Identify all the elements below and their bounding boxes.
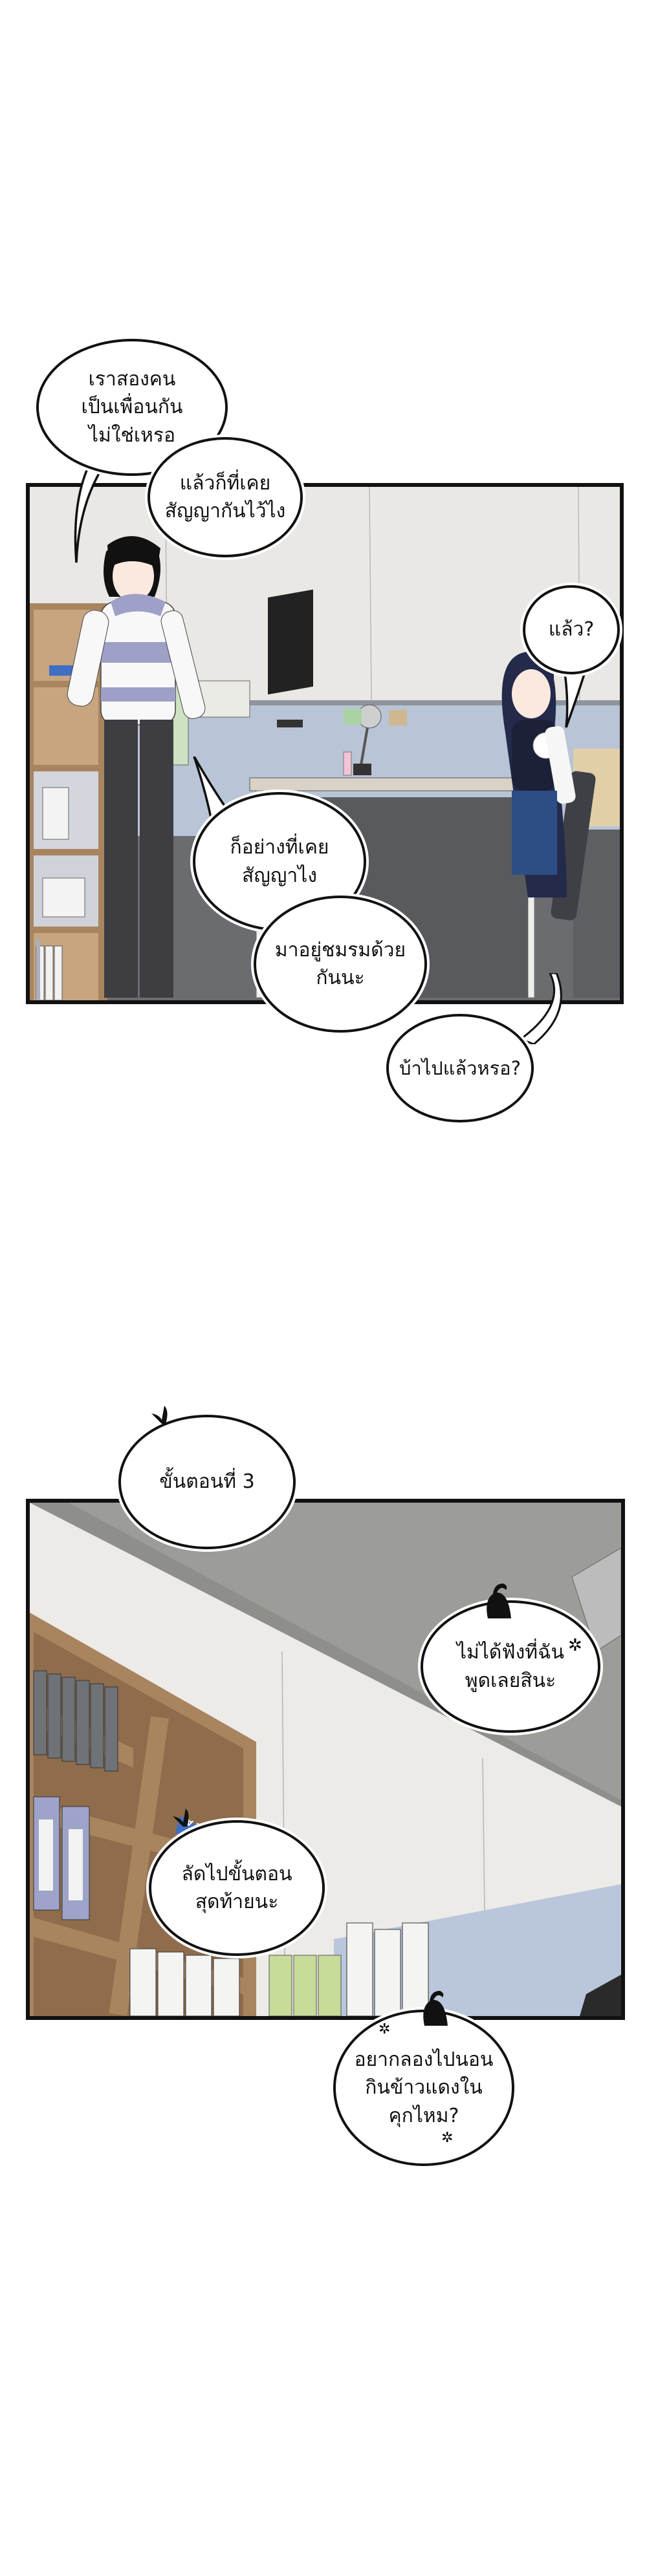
- speech-bubble: แล้ว?: [523, 585, 620, 674]
- bubble-line: กินข้าวแดงใน: [365, 2076, 483, 2099]
- butterfly-icon: [150, 1404, 176, 1426]
- bubble-line: สัญญากันไว้ไง: [164, 500, 286, 522]
- bubble-line: บ้าไปแล้วหรอ?: [399, 1057, 521, 1079]
- anger-mark-icon: ✲: [378, 2021, 391, 2037]
- speech-bubble: อยากลองไปนอน กินข้าวแดงใน คุกไหม?: [333, 2010, 514, 2166]
- bubble-tail: [562, 660, 590, 728]
- anger-mark-icon: ✲: [441, 2130, 454, 2146]
- panel-2-artwork: [30, 1503, 621, 2016]
- speech-bubble: ไม่ได้ฟังที่ฉัน พูดเลยสินะ: [421, 1600, 600, 1733]
- speech-bubble: บ้าไปแล้วหรอ?: [386, 1014, 534, 1122]
- bubble-line: แล้ว?: [548, 618, 595, 641]
- bubble-tail: [74, 456, 109, 563]
- bubble-tail: [518, 973, 562, 1044]
- bubble-line: อยากลองไปนอน: [354, 2048, 494, 2071]
- bubble-line: เป็นเพื่อนกัน: [81, 396, 183, 419]
- bubble-line: พูดเลยสินะ: [465, 1669, 556, 1692]
- bubble-line: มาอยู่ชมรมด้วย: [274, 938, 406, 961]
- bubble-line: ไม่ใช่เหรอ: [88, 424, 176, 447]
- bubble-line: สุดท้ายนะ: [195, 1891, 279, 1913]
- bubble-line: แล้วก็ที่เคย: [179, 471, 271, 495]
- bubble-line: คุกไหม?: [388, 2104, 459, 2127]
- bubble-line: กันนะ: [316, 967, 365, 989]
- butterfly-icon: [171, 1807, 197, 1829]
- bubble-line: ไม่ได้ฟังที่ฉัน: [456, 1641, 565, 1664]
- speech-bubble: มาอยู่ชมรมด้วย กันนะ: [254, 896, 427, 1033]
- bubble-line: ขั้นตอนที่ 3: [159, 1470, 255, 1494]
- bubble-line: เราสองคน: [88, 367, 176, 391]
- speech-bubble: แล้วก็ที่เคย สัญญากันไว้ไง: [148, 437, 303, 557]
- bubble-line: ก็อย่างที่เคย: [230, 836, 329, 859]
- bubble-line: ลัดไปขั้นตอน: [181, 1862, 292, 1885]
- panel-2: Single A: [26, 1499, 625, 2020]
- bubble-line: สัญญาไง: [241, 864, 317, 887]
- speech-bubble: ลัดไปขั้นตอน สุดท้ายนะ: [149, 1820, 325, 1956]
- hair-tuft-icon: [414, 1988, 455, 2027]
- hair-tuft-icon: [477, 1581, 519, 1620]
- anger-mark-icon: ✲: [568, 1636, 582, 1655]
- narration-bubble: ขั้นตอนที่ 3: [118, 1415, 296, 1549]
